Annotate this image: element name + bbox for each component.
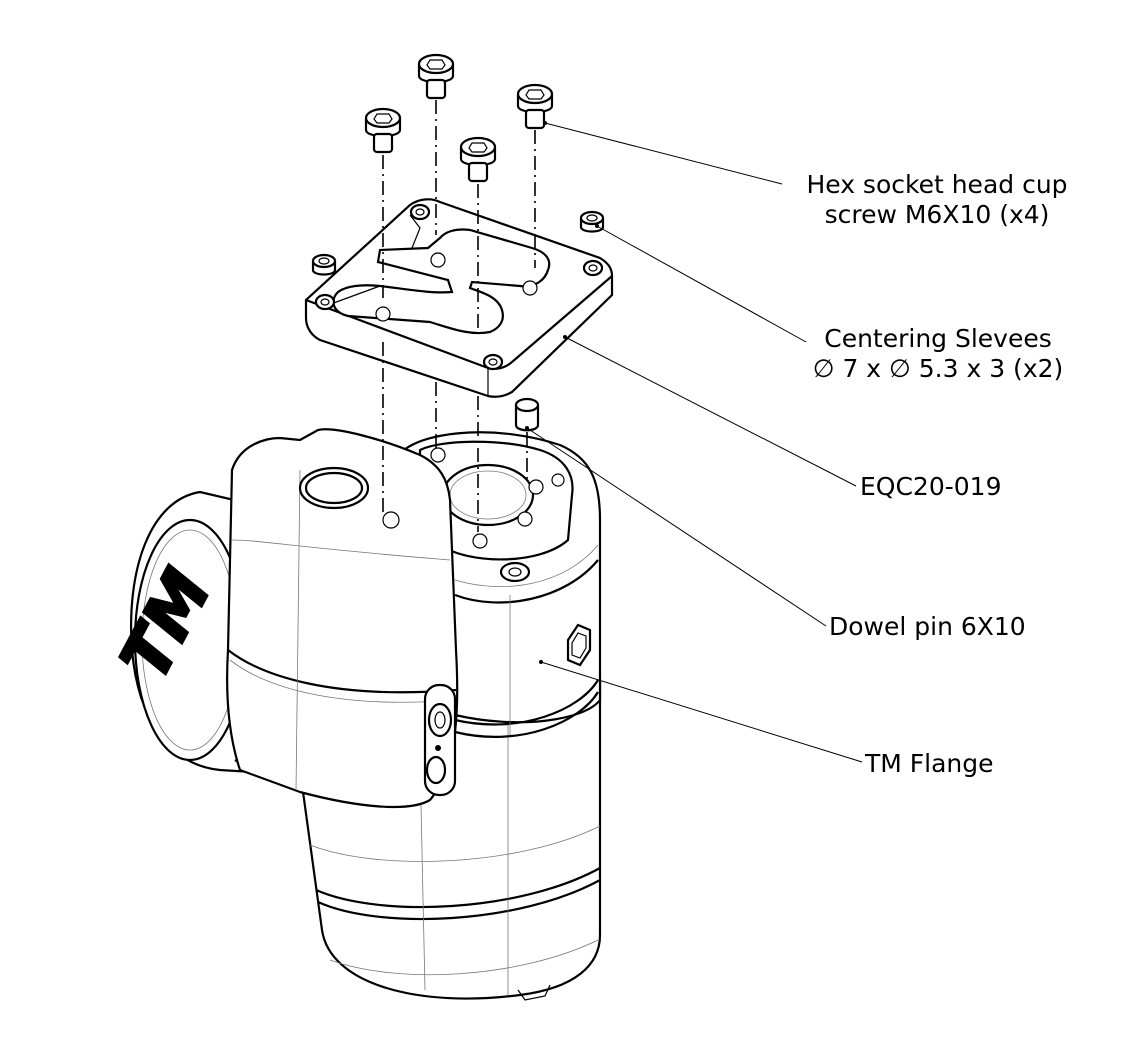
hex-screw-4	[516, 83, 554, 130]
flange-label: TM Flange	[864, 749, 994, 778]
robot-wrist-body: TM	[105, 428, 602, 1001]
hex-screw-3	[459, 136, 497, 183]
screw-label-line1: Hex socket head cup	[806, 170, 1067, 199]
callout-labels: Hex socket head cup screw M6X10 (x4) Cen…	[806, 170, 1067, 778]
plate-label: EQC20-019	[860, 472, 1001, 501]
hex-screw-1	[364, 107, 402, 154]
centering-sleeve-2	[579, 210, 605, 233]
adapter-plate-eqc20-019	[304, 198, 614, 398]
assembly-axis-lines	[382, 100, 536, 532]
dowel-pin	[514, 397, 540, 432]
hex-screw-2	[417, 53, 455, 100]
centering-sleeve-1	[311, 253, 337, 276]
dowel-label: Dowel pin 6X10	[829, 612, 1026, 641]
screw-label-line2: screw M6X10 (x4)	[825, 200, 1050, 229]
sleeve-label-line2: ∅ 7 x ∅ 5.3 x 3 (x2)	[813, 354, 1064, 383]
sleeve-label-line1: Centering Slevees	[824, 324, 1052, 353]
leader-lines	[525, 121, 863, 763]
